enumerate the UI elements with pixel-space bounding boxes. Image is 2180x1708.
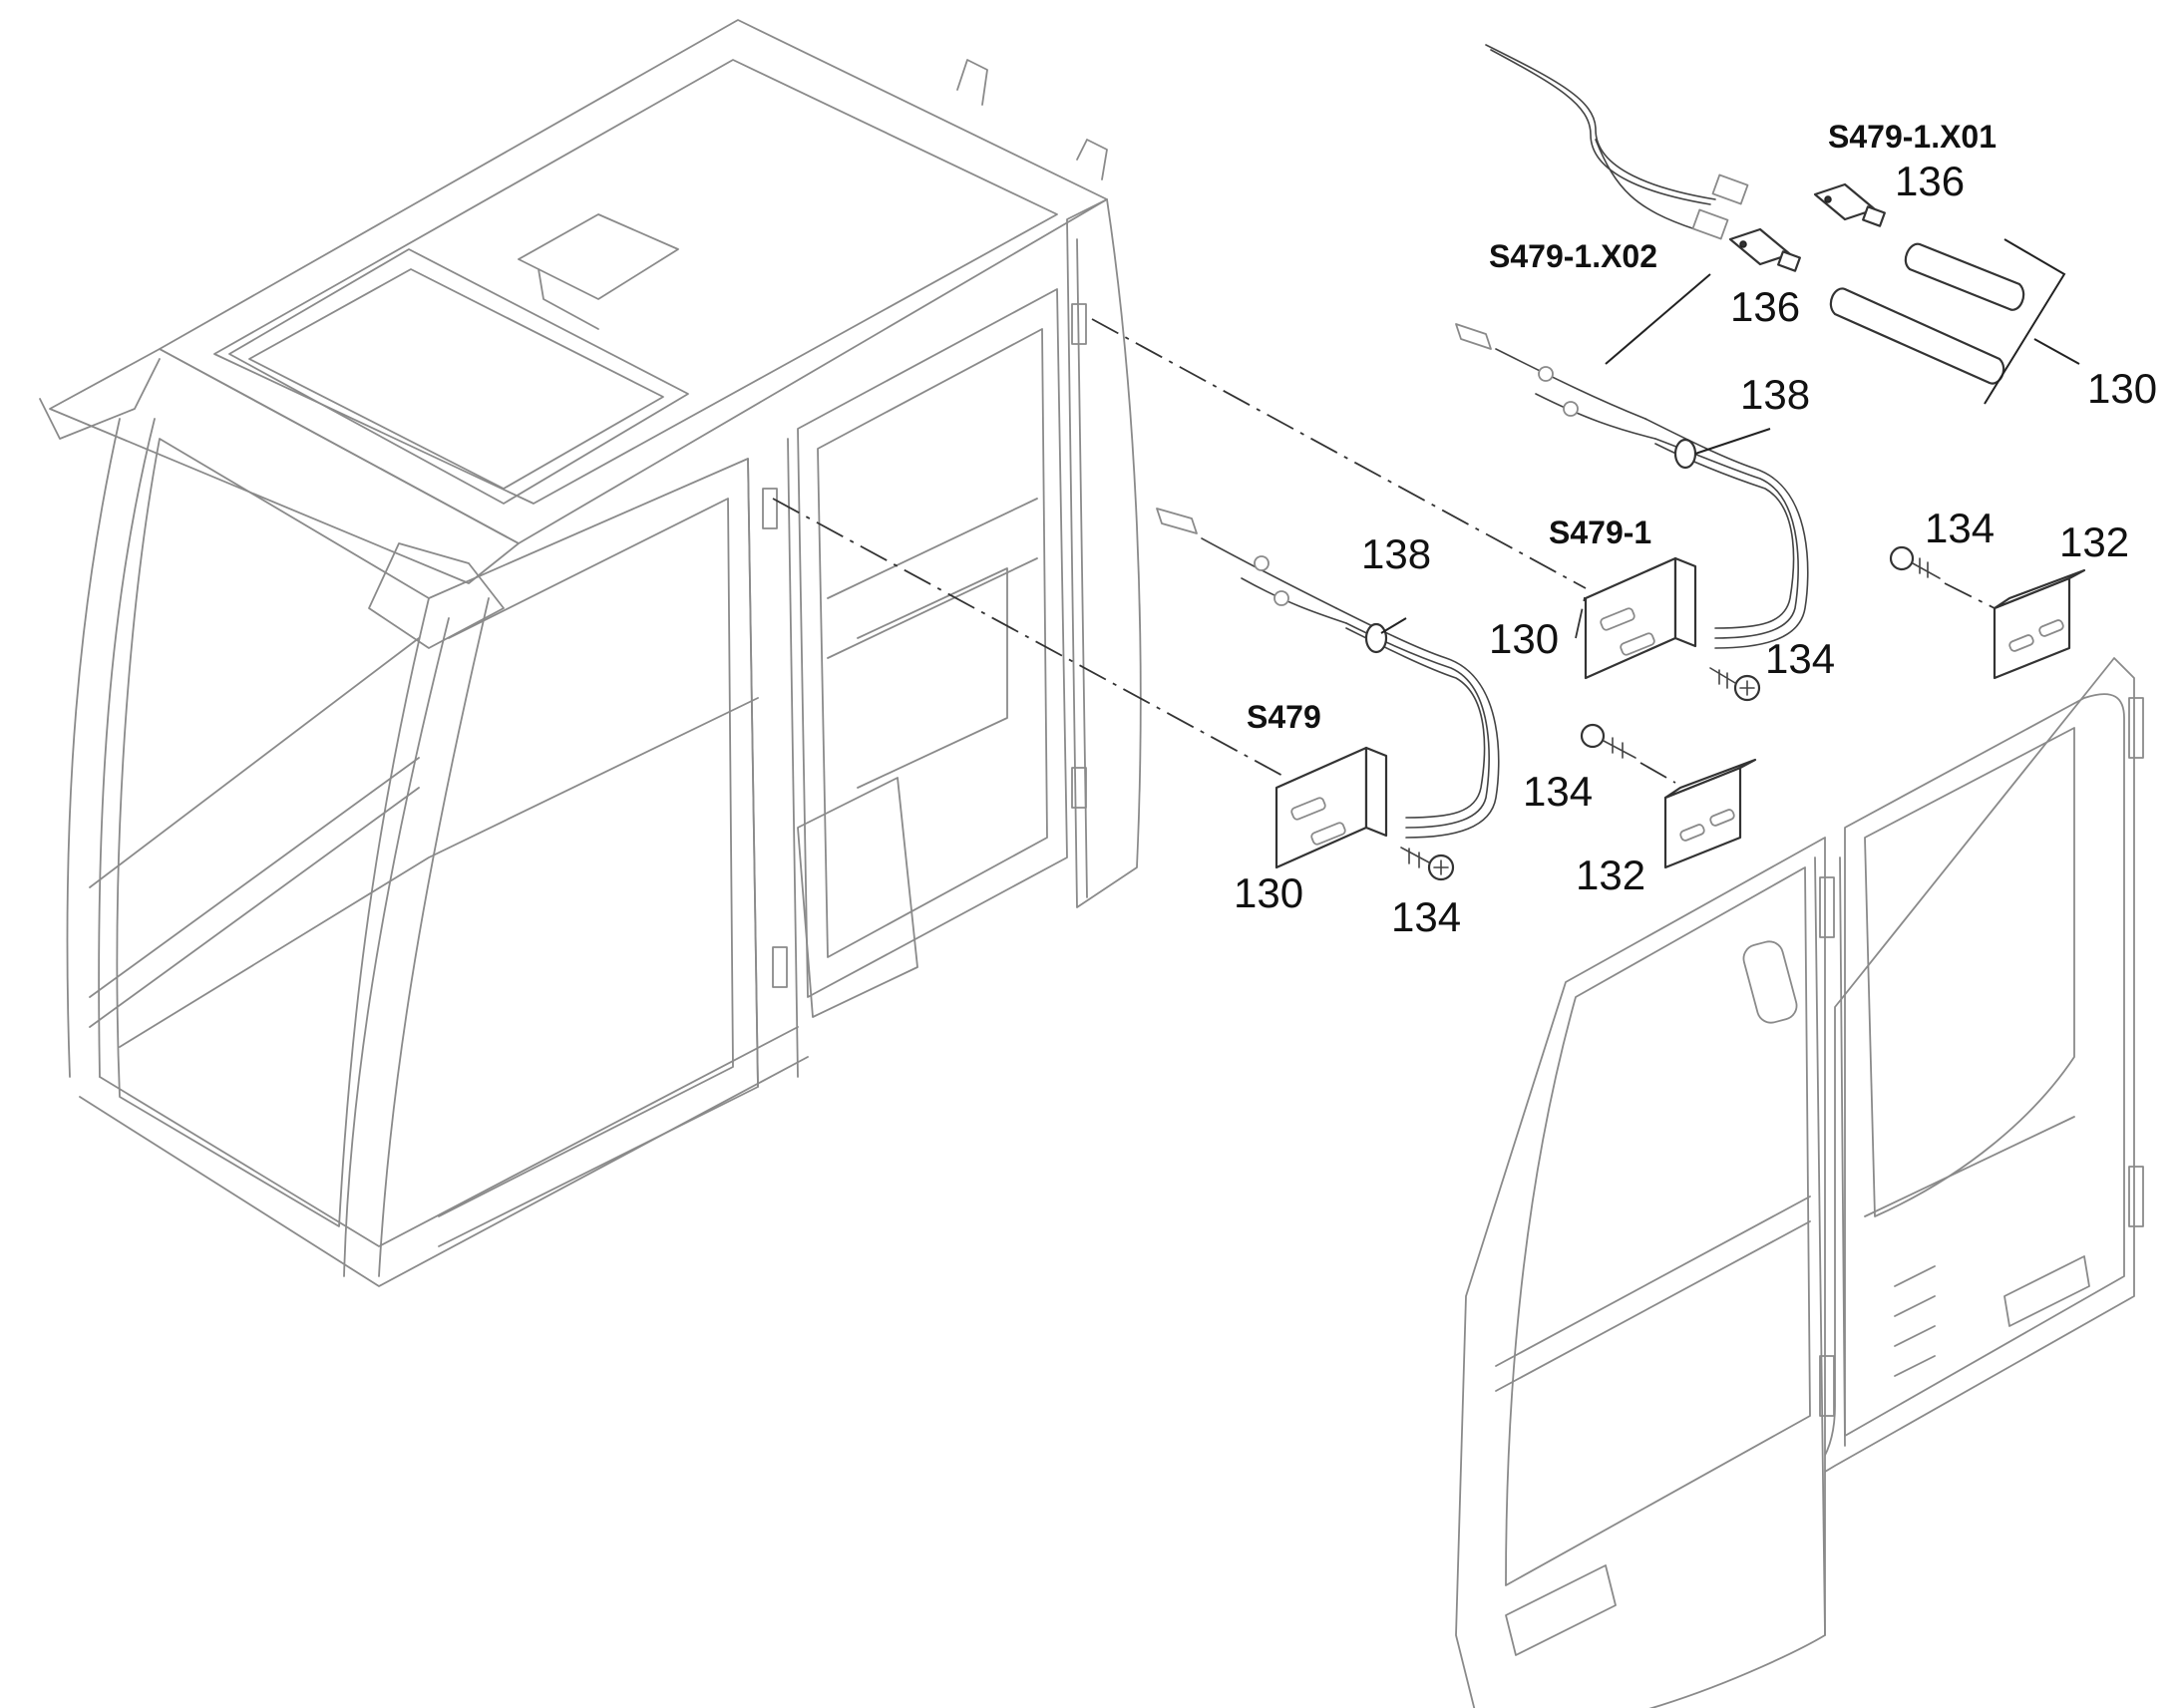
screw-right [1889, 545, 1996, 609]
ref-s479-1: S479-1 [1549, 514, 1651, 550]
right-magnet [1993, 568, 2086, 680]
sleeve-bracket [1984, 238, 2080, 405]
connector-x01 [1813, 182, 1886, 227]
upper-switch-body [1584, 556, 1697, 680]
num-134-upper: 134 [1765, 635, 1835, 682]
connector-x02 [1728, 227, 1801, 272]
ref-s479: S479 [1247, 699, 1321, 735]
num-132-right: 132 [2059, 518, 2129, 565]
upper-switch-harness [1455, 323, 1809, 649]
lower-switch-body [1274, 746, 1388, 869]
screw-upper-switch [1709, 667, 1761, 702]
callout-labels: S479-1.X01 136 S479-1.X02 136 130 138 S4… [1234, 119, 2157, 940]
alignment-lines [772, 318, 1587, 779]
screw-lower-switch [1400, 847, 1455, 881]
num-136-b: 136 [1730, 283, 1800, 330]
screw-mid [1580, 723, 1676, 784]
num-134-lower: 134 [1391, 893, 1461, 940]
num-136-a: 136 [1895, 158, 1965, 204]
top-wire-harness [1485, 44, 1749, 240]
num-134-right: 134 [1925, 505, 1995, 551]
num-130-upper: 130 [1489, 615, 1559, 662]
num-130-sleeve: 130 [2087, 365, 2157, 412]
cab-door [1455, 657, 2144, 1708]
ref-s479-1-x02: S479-1.X02 [1489, 238, 1657, 274]
cab-frame [39, 19, 1142, 1287]
insulating-sleeves [1829, 242, 2025, 385]
num-132-mid: 132 [1576, 852, 1645, 898]
lower-switch-harness [1156, 508, 1500, 839]
num-130-lower: 130 [1234, 869, 1303, 916]
num-138-lower: 138 [1361, 530, 1431, 577]
mid-magnet [1663, 758, 1757, 869]
leader-lines [1380, 273, 1771, 634]
num-138-upper: 138 [1740, 371, 1810, 418]
num-134-mid: 134 [1523, 768, 1593, 815]
ref-s479-1-x01: S479-1.X01 [1828, 119, 1997, 155]
